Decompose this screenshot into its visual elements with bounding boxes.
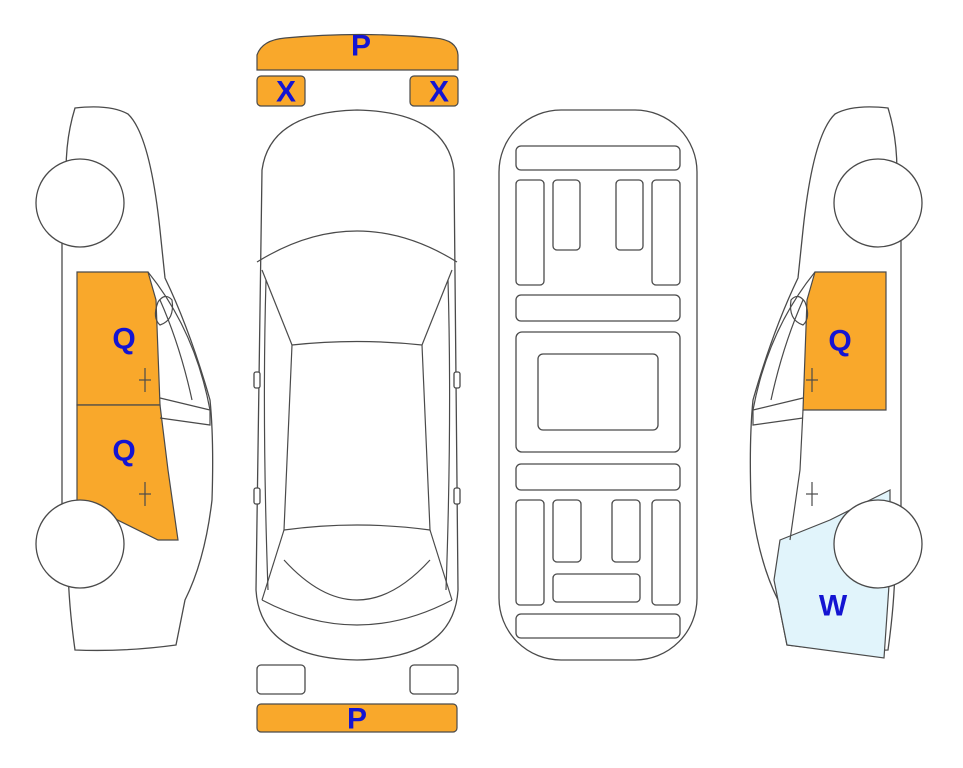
left-front-wheel: [35, 158, 125, 248]
car-underbody-view: [498, 109, 698, 661]
right-front-wheel: [833, 158, 923, 248]
right-front-door-label: Q: [828, 325, 851, 358]
right-rear-wheel: [833, 499, 923, 589]
front-bumper-panel[interactable]: [256, 33, 459, 71]
left-rear-door-label: Q: [112, 435, 135, 468]
rear-bumper-label: P: [347, 703, 367, 736]
front-bumper-label: P: [351, 30, 371, 63]
right-headlight-panel[interactable]: [409, 75, 459, 107]
right-headlight-label: X: [429, 76, 449, 109]
left-headlight-panel[interactable]: [256, 75, 306, 107]
rear-bumper-panel[interactable]: [256, 703, 458, 733]
left-tail-light[interactable]: [256, 664, 306, 695]
right-rear-quarter-label: W: [819, 590, 848, 623]
left-headlight-label: X: [276, 76, 296, 109]
car-top-view: [253, 109, 461, 661]
right-front-door-panel[interactable]: [802, 271, 887, 411]
left-front-door-panel[interactable]: [76, 271, 161, 406]
right-tail-light[interactable]: [409, 664, 459, 695]
left-rear-wheel: [35, 499, 125, 589]
right-side-details: [752, 271, 818, 541]
left-side-details: [139, 271, 211, 506]
left-front-door-label: Q: [112, 323, 135, 356]
